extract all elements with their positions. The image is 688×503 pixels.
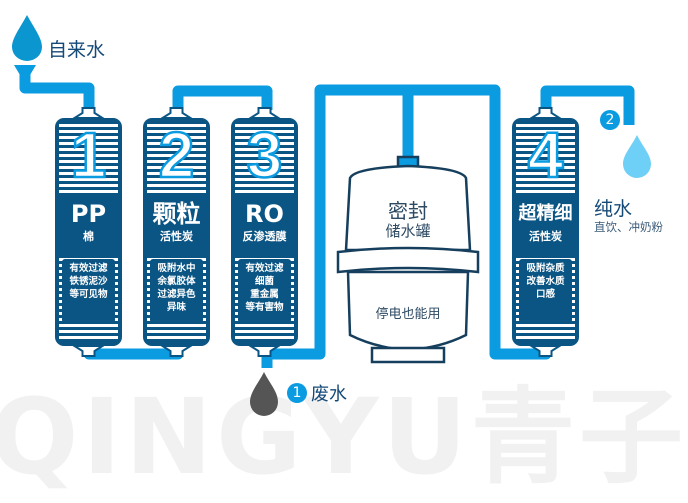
water-drop-icon (12, 15, 42, 61)
cartridge-desc-line: 异味 (166, 302, 186, 313)
tank-subtitle: 储水罐 (385, 222, 431, 240)
waste-label: 废水 (311, 384, 347, 405)
cartridge-desc-line: 铁锈泥沙 (69, 276, 108, 287)
cartridge-title: PP (70, 200, 107, 228)
pure-drop-icon (623, 135, 651, 178)
cartridge-subtitle: 棉 (83, 230, 94, 243)
source-label: 自来水 (48, 39, 106, 61)
tank-note: 停电也能用 (375, 307, 441, 322)
cartridge-desc-line: 口感 (535, 289, 555, 300)
cartridge-desc-line: 等有害物 (245, 302, 284, 313)
pipe-4-outlet (540, 85, 635, 125)
cartridge-desc-line: 有效过滤 (245, 263, 284, 274)
cartridge-title: 颗粒 (152, 200, 201, 228)
cartridge-1 (55, 107, 122, 357)
cartridge-number: 2 (157, 119, 195, 192)
cartridge-number: 1 (69, 119, 107, 192)
diagram-graphics (12, 15, 651, 416)
inlet-funnel (14, 65, 36, 75)
cartridge-number: 3 (245, 119, 283, 192)
cartridge-3 (231, 107, 298, 357)
cartridge-desc-line: 等可见物 (69, 289, 108, 300)
tank-shape (336, 155, 480, 364)
pure-badge: 2 (600, 110, 620, 130)
inlet-pipe (19, 72, 95, 110)
cartridge-title: RO (245, 200, 284, 228)
cartridge-desc-line: 吸附水中 (157, 263, 196, 274)
waste-badge: 1 (287, 383, 307, 403)
cartridge-number: 4 (526, 119, 564, 192)
pure-note: 直饮、冲奶粉 (594, 220, 663, 234)
waste-drop-icon (250, 372, 278, 416)
cartridge-subtitle: 活性炭 (160, 230, 193, 243)
cartridge-subtitle: 活性炭 (529, 230, 562, 243)
cartridge-desc-line: 吸附杂质 (526, 263, 565, 274)
tank-title: 密封 (388, 199, 428, 223)
cartridge-subtitle: 反渗透膜 (242, 230, 287, 243)
cartridge-desc-line: 改善水质 (526, 276, 565, 287)
pipe-2-3 (172, 85, 273, 110)
cartridge-desc-line: 细菌 (254, 276, 274, 287)
pure-label: 纯水 (594, 198, 633, 220)
cartridge-2 (143, 107, 210, 357)
cartridge-desc-line: 有效过滤 (69, 263, 108, 274)
cartridge-desc-line: 重金属 (250, 289, 279, 300)
cartridge-title: 超精细 (518, 203, 573, 224)
cartridge-desc-line: 余氯胶体 (157, 276, 196, 287)
cartridge-desc-line: 过滤异色 (157, 289, 196, 300)
cartridge-4 (512, 107, 579, 357)
